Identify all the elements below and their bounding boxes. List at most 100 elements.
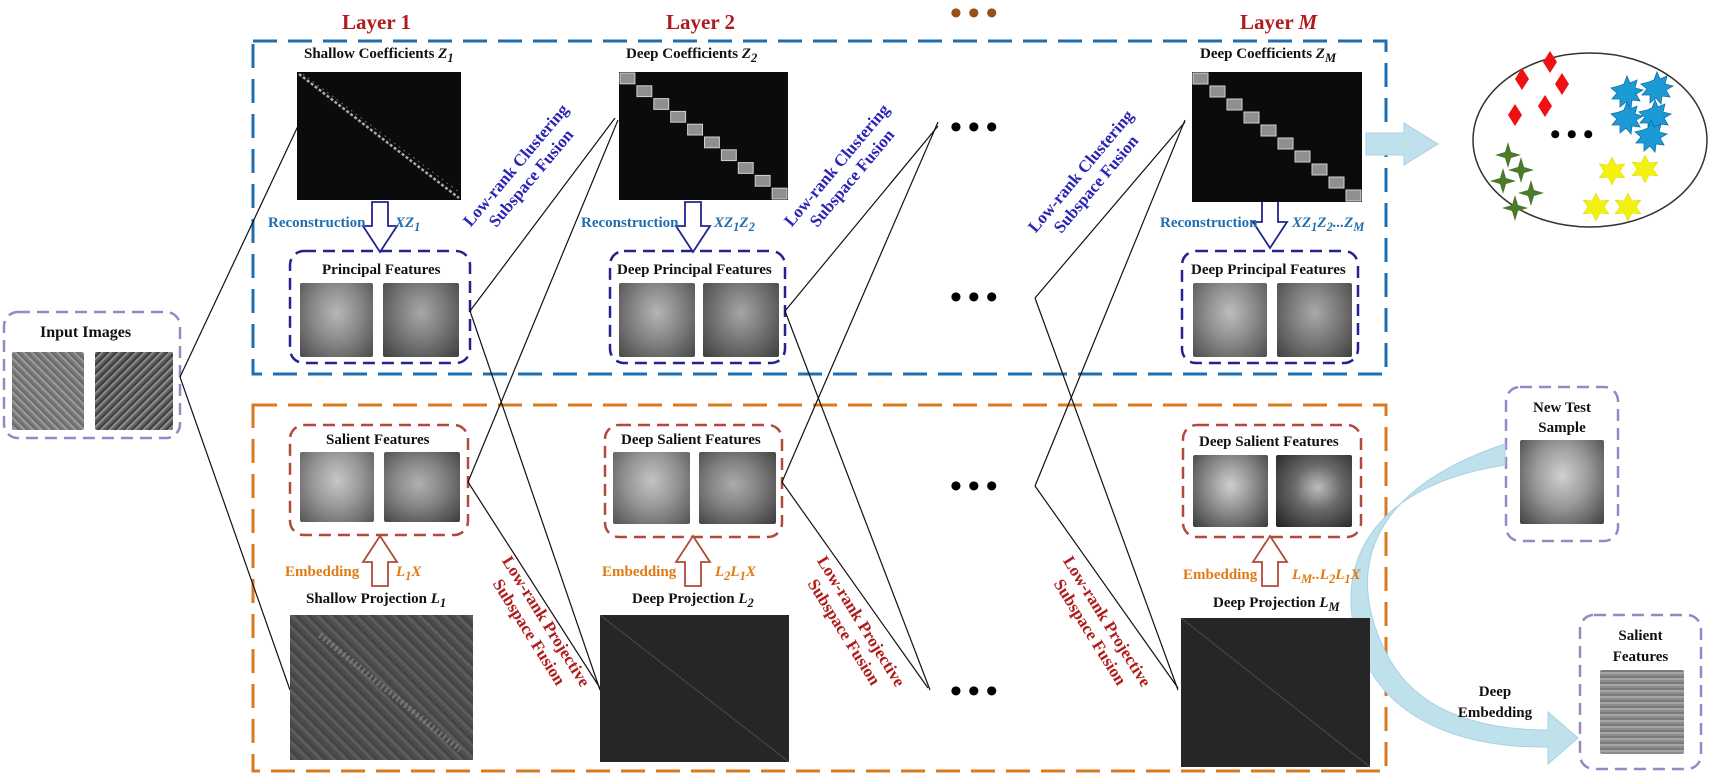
embedding-formula-1: L1X — [396, 564, 422, 583]
matrix-block — [1277, 137, 1294, 150]
layer-m-title: Layer M — [1240, 10, 1318, 34]
ellipsis-principal: ••• — [950, 279, 1004, 316]
embedding-arrows — [361, 534, 1289, 587]
salient-face-1b — [384, 452, 460, 522]
principal-features-1-label: Principal Features — [322, 262, 441, 278]
matrix-block — [670, 110, 687, 123]
matrix-block — [771, 187, 788, 200]
projection-matrix-lm — [1180, 617, 1371, 768]
coefficient-matrix-z2 — [619, 72, 788, 200]
layer-1-title: Layer 1 — [342, 10, 412, 34]
reconstruction-formula-m: XZ1Z2...ZM — [1292, 215, 1365, 234]
cluster-red-diamonds — [1508, 51, 1569, 126]
input-face-a — [12, 352, 84, 430]
embedding-label-1: Embedding — [285, 564, 360, 580]
shallow-coefficients-label: Shallow Coefficients Z1 — [304, 46, 454, 65]
cluster-green-stars — [1490, 142, 1544, 221]
principal-features-2-label: Deep Principal Features — [617, 262, 772, 278]
coefficient-matrix-z1 — [297, 72, 461, 200]
cluster-blue-bursts — [1610, 70, 1675, 153]
principal-face-1a — [300, 283, 373, 357]
layer-2-title: Layer 2 — [666, 10, 736, 34]
embedding-formula-2: L2L1X — [715, 564, 756, 583]
reconstruction-formula-1: XZ1 — [395, 215, 421, 234]
reconstruction-formula-2: XZ1Z2 — [714, 215, 755, 234]
principal-box-2 — [608, 249, 787, 365]
embedding-label-m: Embedding — [1183, 567, 1258, 583]
salient-face-1a — [300, 452, 374, 522]
salient-face-mb — [1276, 455, 1352, 527]
layer-block-upper — [251, 39, 1388, 376]
layer-block-lower — [251, 403, 1388, 773]
principal-face-ma — [1193, 283, 1267, 357]
embedding-formula-m: LM..L2L1X — [1292, 567, 1361, 586]
reconstruction-arrows — [361, 197, 1289, 254]
salient-face-ma — [1193, 455, 1268, 527]
cluster-arrow — [1365, 122, 1439, 166]
salient-box-M — [1181, 423, 1363, 539]
matrix-block — [1226, 98, 1243, 111]
projection-matrix-l1 — [290, 615, 473, 760]
input-images-label: Input Images — [40, 324, 132, 341]
ellipsis-coefficients: ••• — [950, 109, 1004, 146]
deep-coefficients-m-label: Deep Coefficients ZM — [1200, 46, 1337, 65]
reconstruction-label-1: Reconstruction — [268, 215, 366, 231]
projection-matrix-l2 — [599, 614, 790, 763]
output-salient-box — [1578, 613, 1703, 771]
principal-face-2b — [703, 283, 779, 357]
matrix-block — [1345, 189, 1362, 202]
input-images-box — [2, 310, 182, 440]
principal-features-m-label: Deep Principal Features — [1191, 262, 1346, 278]
connection-lines — [179, 117, 1186, 691]
matrix-block — [720, 149, 737, 162]
salient-face-2b — [699, 452, 776, 524]
deep-coefficients-2-label: Deep Coefficients Z2 — [626, 46, 758, 65]
reconstruction-label-2: Reconstruction — [581, 215, 679, 231]
matrix-block — [687, 123, 703, 136]
salient-features-m-label: Deep Salient Features — [1199, 434, 1339, 450]
matrix-block — [1260, 124, 1277, 137]
matrix-block — [737, 162, 754, 174]
matrix-block — [619, 72, 636, 85]
matrix-block — [1192, 72, 1209, 85]
matrix-block — [1243, 111, 1260, 124]
test-sample-face — [1520, 440, 1604, 524]
ellipsis-projection: ••• — [950, 673, 1004, 710]
output-salient-face — [1600, 670, 1684, 754]
test-sample-box — [1504, 385, 1620, 543]
salient-features-1-label: Salient Features — [326, 432, 430, 448]
principal-face-1b — [383, 283, 459, 357]
deep-projection-2-label: Deep Projection L2 — [632, 591, 754, 610]
matrix-block — [1328, 176, 1345, 189]
ellipsis-clusters: ••• — [1550, 118, 1600, 151]
embedding-label-2: Embedding — [602, 564, 677, 580]
matrix-block — [1294, 150, 1311, 163]
reconstruction-label-m: Reconstruction — [1160, 215, 1258, 231]
shallow-projection-label: Shallow Projection L1 — [306, 591, 447, 610]
principal-face-2a — [619, 283, 695, 357]
matrix-block — [1209, 85, 1226, 98]
salient-face-2a — [613, 452, 690, 524]
matrix-block — [653, 98, 670, 110]
deep-projection-m-label: Deep Projection LM — [1213, 595, 1340, 614]
deep-embedding-arrow — [1350, 443, 1579, 766]
matrix-block — [754, 174, 771, 187]
coefficient-matrix-zm — [1192, 72, 1362, 202]
principal-face-mb — [1277, 283, 1352, 357]
top-ellipsis: ••• — [950, 0, 1004, 32]
cluster-yellow-stars — [1582, 154, 1659, 222]
principal-box-M — [1180, 249, 1360, 365]
matrix-block — [1311, 163, 1328, 176]
salient-box-1 — [288, 423, 470, 537]
matrix-block — [704, 136, 720, 149]
salient-features-2-label: Deep Salient Features — [621, 432, 761, 448]
cluster-ellipse — [1472, 52, 1708, 228]
input-face-b — [95, 352, 173, 430]
ellipsis-salient: ••• — [950, 468, 1004, 505]
matrix-block — [636, 85, 653, 98]
